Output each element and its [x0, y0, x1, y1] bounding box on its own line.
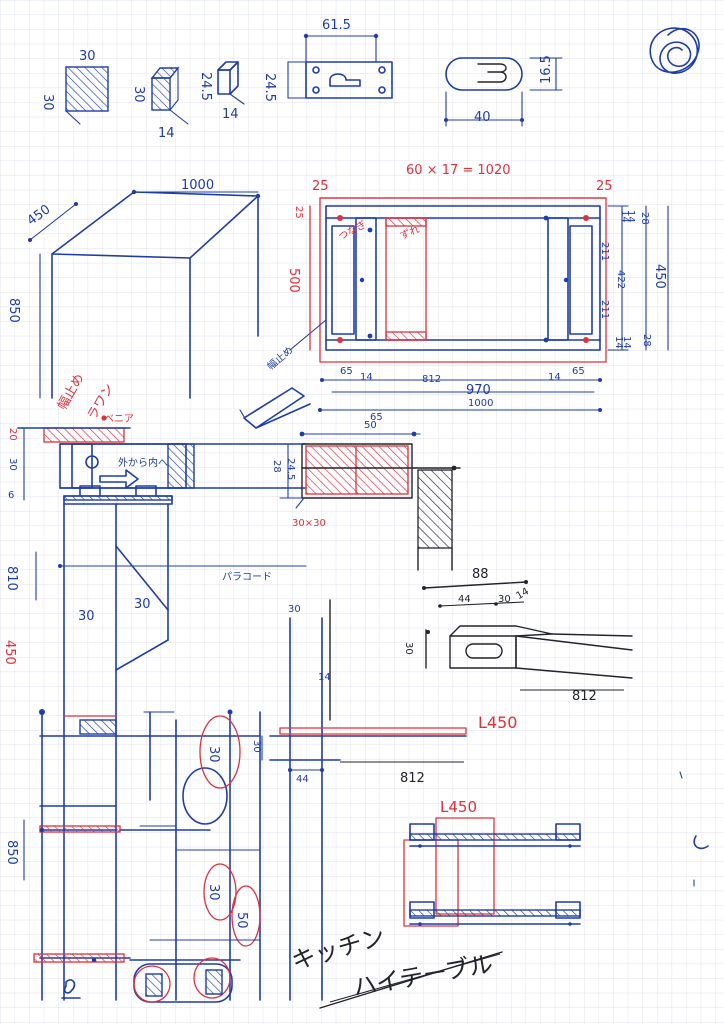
block-30x30: 30 30	[40, 49, 109, 125]
label-left-450: 450	[2, 640, 17, 665]
label-right-28b: 28	[641, 334, 652, 347]
label-bottom-65b: 65	[572, 366, 585, 377]
note-beniya: ベニア	[104, 413, 134, 425]
top-view-plan: 60 × 17 = 1020 25 25 25 つなぎ ずれ 幅止め 500	[264, 163, 669, 412]
label-margin-right: 25	[596, 179, 613, 194]
label-right-14d: 14	[621, 336, 632, 349]
label-joint-28: 28	[271, 460, 282, 473]
label-right-14c: 14	[613, 336, 624, 349]
label-section-30b: 30	[134, 597, 151, 612]
label-left-20: 20	[7, 428, 18, 441]
arrow-right-icon	[99, 469, 139, 489]
label-beam-h30: 30	[403, 642, 414, 655]
label-bottom-1000: 1000	[468, 398, 493, 409]
label-block-c-height: 24.5	[198, 72, 213, 101]
label-beam-812: 812	[572, 689, 597, 704]
label-margin-left: 25	[312, 179, 329, 194]
label-handle-65: 65	[370, 412, 383, 423]
label-table-height: 850	[6, 298, 21, 323]
label-joint-30x30: 30×30	[292, 518, 326, 529]
note-soto-kara-uchi: 外から内へ	[118, 456, 168, 469]
label-table-width: 1000	[181, 178, 214, 193]
label-right-14b: 14	[625, 210, 636, 223]
label-mid-L450: L450	[478, 713, 517, 732]
block-30x14: 30 14	[131, 66, 189, 141]
label-bottom-14a: 14	[360, 372, 373, 383]
circle-note-2: 30	[206, 884, 221, 901]
circle-note-3: 50	[234, 912, 249, 929]
spiral-doodle-icon	[649, 27, 700, 74]
label-oval-height: 16.5	[539, 55, 554, 84]
label-right-211b: 211	[599, 300, 610, 319]
label-right-450: 450	[652, 264, 667, 289]
label-right-14a: 14	[619, 210, 630, 223]
label-right-28a: 28	[639, 212, 650, 225]
label-bottom-14b: 14	[548, 372, 561, 383]
label-left-810: 810	[4, 566, 19, 591]
block-245x14: 24.5 14	[198, 61, 245, 122]
column-with-circle-notes: 30 30 50	[129, 709, 261, 1003]
label-left-6: 6	[8, 490, 14, 501]
label-bottom-65a: 65	[340, 366, 353, 377]
label-oval-width: 40	[474, 110, 491, 125]
label-block-a-height: 30	[40, 94, 55, 111]
label-block-b-height: 30	[131, 86, 146, 103]
label-bottom-970: 970	[466, 383, 491, 398]
label-section-30a: 30	[78, 609, 95, 624]
label-beam-44: 44	[458, 594, 471, 605]
label-right-211a: 211	[599, 242, 610, 261]
label-mid-30: 30	[288, 604, 301, 615]
label-overhang: 25	[293, 206, 304, 219]
label-beam-88: 88	[472, 567, 489, 582]
label-side-depth: 500	[286, 268, 301, 293]
circle-note-1: 30	[206, 746, 221, 763]
label-beam-30: 30	[498, 594, 511, 605]
label-joint-245: 24.5	[285, 458, 296, 480]
label-block-a-width: 30	[79, 49, 96, 64]
label-hinge-width: 61.5	[322, 18, 351, 33]
label-block-c-width: 14	[222, 107, 239, 122]
label-hinge-height: 24.5	[262, 73, 277, 102]
label-left-850: 850	[4, 840, 19, 865]
beam-detail: 88 44 30 14 30 812	[403, 567, 633, 704]
hinge-plate: 61.5 24.5	[262, 18, 393, 102]
label-mid-30b: 30	[251, 740, 262, 753]
joint-detail: 65 50 28 24.5 30×30	[271, 412, 461, 571]
label-mid-44: 44	[296, 774, 309, 785]
label-bottom-L450: L450	[440, 798, 477, 816]
label-left-30: 30	[7, 458, 18, 471]
label-pipe: パラコード	[222, 571, 272, 583]
handle-bracket	[239, 387, 311, 429]
bottom-right-detail: L450	[403, 771, 709, 927]
label-mid-14: 14	[318, 672, 331, 683]
label-handle-50: 50	[364, 420, 377, 431]
middle-vertical-detail: 30 14 30 44 812 L450	[251, 599, 517, 1001]
oval-slot: 40 16.5	[444, 55, 563, 127]
label-top-view-formula: 60 × 17 = 1020	[406, 163, 510, 178]
label-right-422: 422	[615, 270, 626, 289]
label-bottom-812: 812	[422, 374, 441, 385]
label-block-b-width: 14	[158, 126, 175, 141]
label-mid-812: 812	[400, 771, 425, 786]
